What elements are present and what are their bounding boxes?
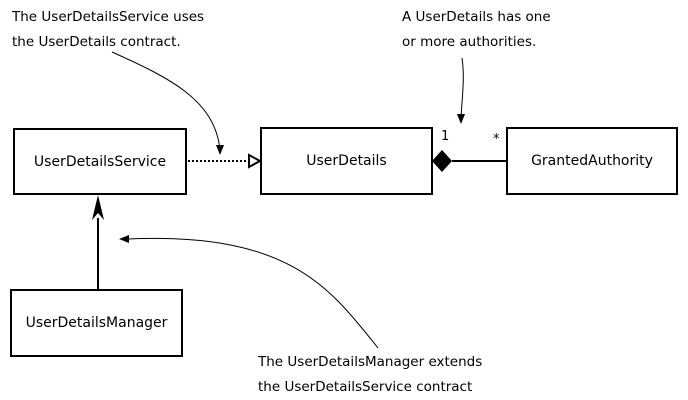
class-box-userdetailsmanager: UserDetailsManager — [10, 289, 183, 357]
note-extends: The UserDetailsManager extends the UserD… — [258, 350, 482, 400]
extends-arrowhead — [92, 195, 104, 220]
class-name-userdetails: UserDetails — [306, 153, 387, 169]
note-extends-line-2: the UserDetailsService contract — [258, 379, 473, 395]
note-uses-line-1: The UserDetailsService uses — [12, 9, 205, 25]
note-extends-line-1: The UserDetailsManager extends — [258, 354, 483, 370]
note-has-line-2: or more authorities. — [402, 34, 537, 50]
uses-note-arrowhead — [216, 145, 224, 155]
has-note-arrowhead — [457, 114, 465, 124]
class-name-grantedauthority: GrantedAuthority — [531, 153, 653, 169]
multiplicity-authority-end: * — [493, 132, 500, 147]
class-box-userdetailsservice: UserDetailsService — [13, 128, 187, 195]
note-uses: The UserDetailsService uses the UserDeta… — [12, 5, 204, 55]
dependency-arrowhead — [248, 153, 263, 169]
multiplicity-details-end: 1 — [441, 129, 450, 144]
note-has: A UserDetails has one or more authoritie… — [402, 5, 551, 55]
composition-diamond — [432, 150, 452, 172]
uses-note-leader — [111, 51, 221, 151]
class-name-userdetailsmanager: UserDetailsManager — [25, 315, 168, 331]
note-has-line-1: A UserDetails has one — [402, 9, 551, 25]
class-box-grantedauthority: GrantedAuthority — [506, 127, 678, 195]
class-box-userdetails: UserDetails — [260, 127, 433, 195]
has-note-leader — [460, 57, 464, 119]
note-uses-line-2: the UserDetails contract. — [12, 34, 181, 50]
class-name-userdetailsservice: UserDetailsService — [33, 153, 167, 170]
extends-note-leader — [127, 237, 379, 349]
extends-note-arrowhead — [119, 235, 129, 243]
